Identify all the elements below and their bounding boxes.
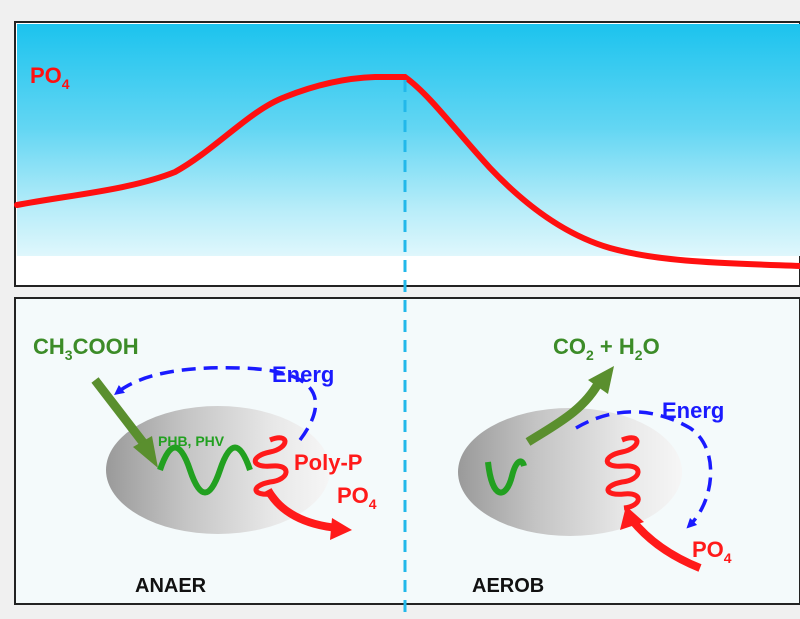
aerobic-cell	[458, 366, 713, 572]
y-axis-label: PO4	[30, 63, 70, 92]
energy-label-anaerobic: Energ	[272, 362, 334, 387]
process-panel: PHB, PHV CH3COOH Energ Poly-P PO4 ANAER	[14, 297, 800, 605]
energy-label-aerobic: Energ	[662, 398, 724, 423]
phosphate-release-arrow	[264, 487, 339, 532]
polyp-label: Poly-P	[294, 450, 362, 475]
concentration-panel: PO4	[14, 21, 800, 287]
polyp-coil	[252, 435, 289, 506]
uptake-arrow-head	[620, 506, 644, 530]
phosphate-release-label: PO4	[337, 483, 377, 512]
release-arrow-head	[330, 518, 352, 540]
substrate-arrow-head	[133, 436, 158, 468]
aerobic-phase-label: AEROB	[472, 575, 544, 597]
energy-arrow-anaerobic	[114, 365, 318, 442]
substrate-label: CH3COOH	[33, 334, 139, 363]
po4-concentration-curve	[14, 74, 800, 269]
phb-storage-wave	[157, 444, 253, 496]
anaerobic-cell: PHB, PHV	[91, 365, 352, 540]
substrate-uptake-arrow	[91, 377, 149, 448]
anaerobic-phase-label: ANAER	[135, 575, 207, 597]
storage-label: PHB, PHV	[158, 433, 225, 449]
co2-arrow-head	[588, 366, 614, 394]
co2-release-arrow	[525, 377, 605, 446]
products-label: CO2 + H2O	[553, 334, 660, 363]
energy-arrow-aerobic	[575, 410, 713, 529]
polyp-coil-aerobic	[604, 435, 641, 511]
phosphate-uptake-label: PO4	[692, 537, 732, 566]
phb-consumption-wave	[485, 458, 527, 496]
phosphate-uptake-arrow	[628, 517, 702, 572]
